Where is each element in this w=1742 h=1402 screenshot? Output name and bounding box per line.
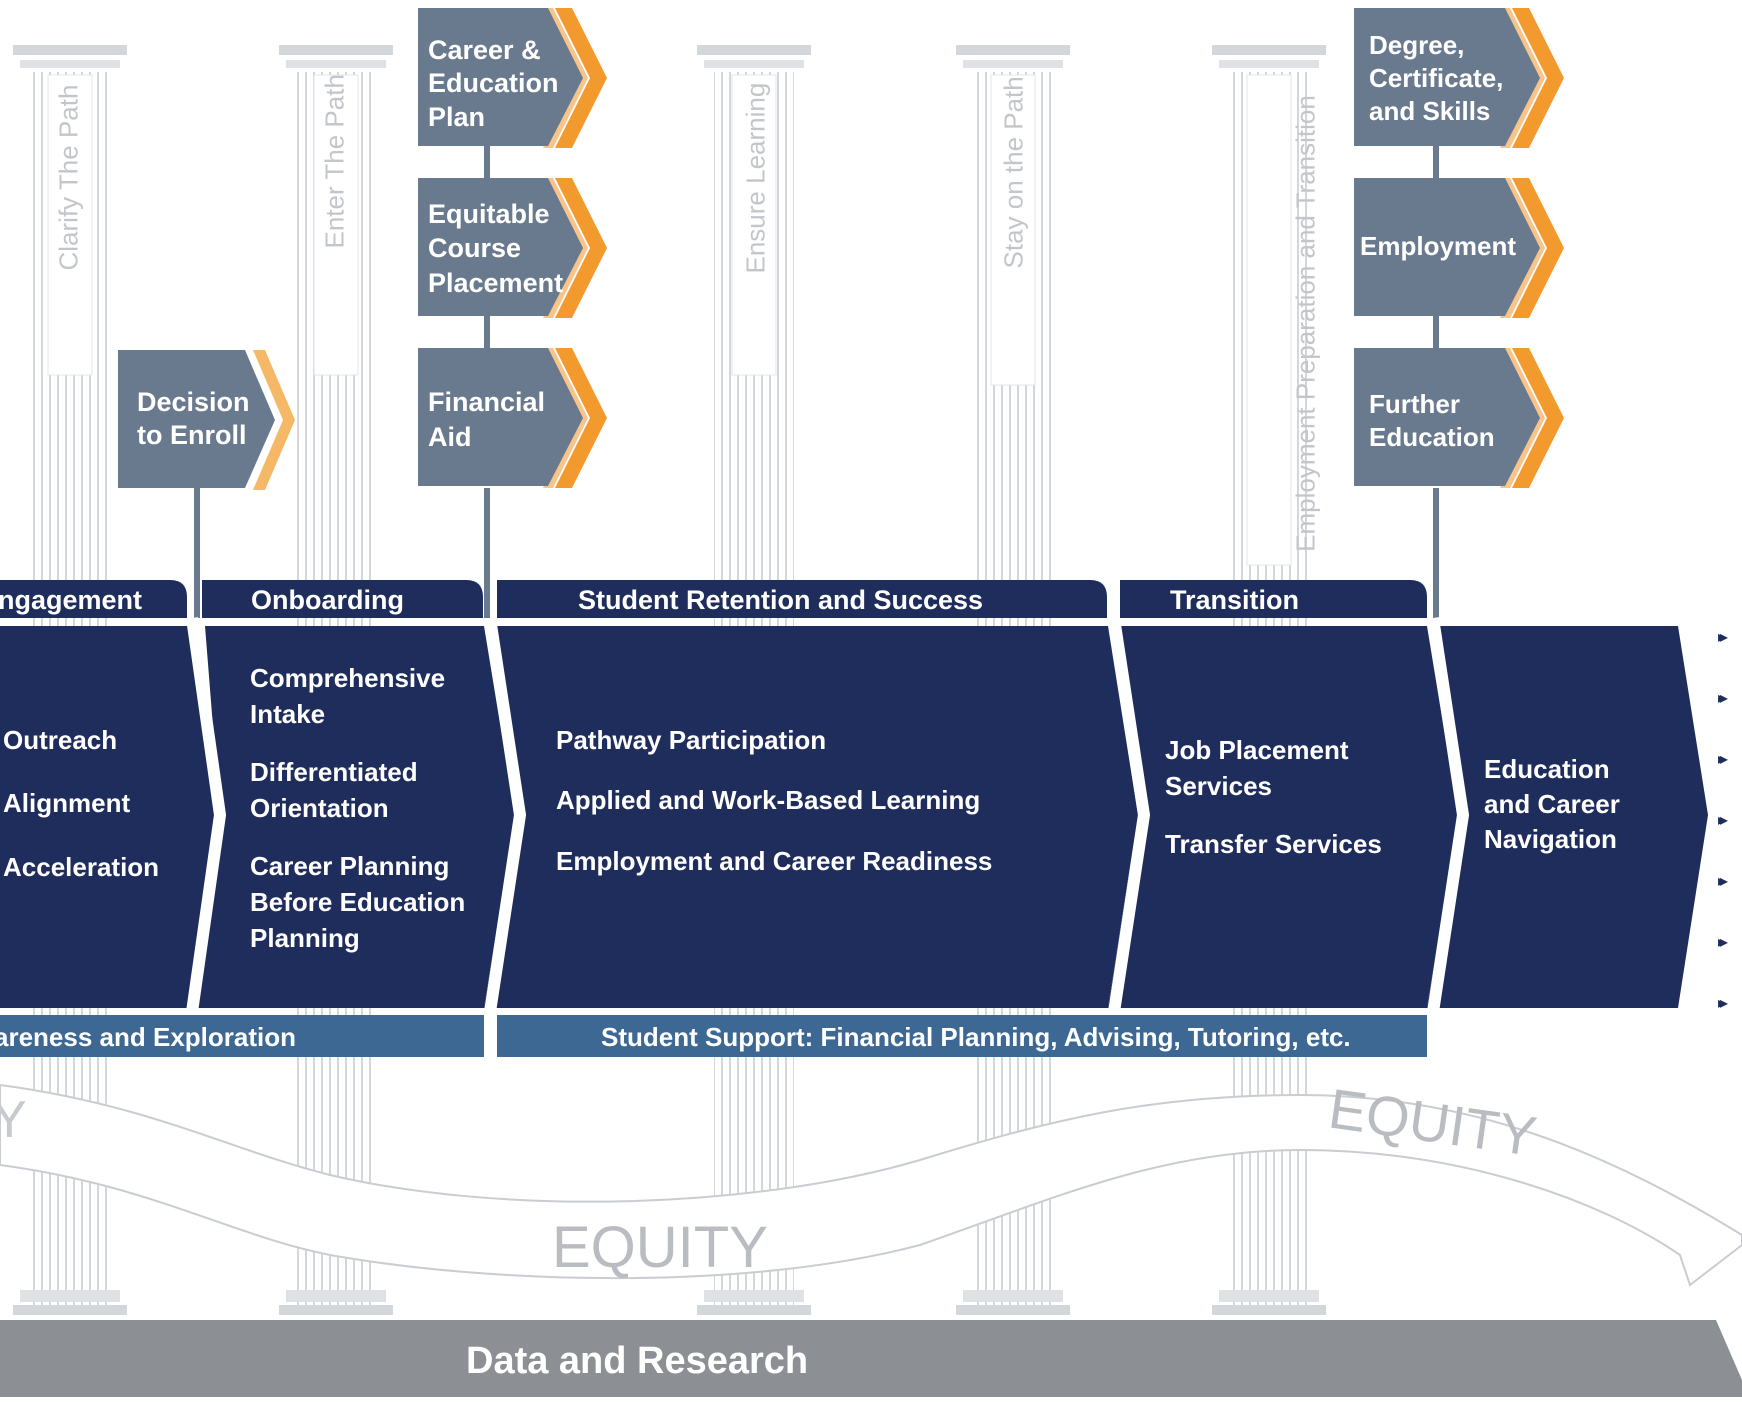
phase-label-transition: Transition (1170, 585, 1299, 615)
bullet-marker: ▸▸ (1718, 749, 1728, 768)
item-alignment: Alignment (3, 788, 130, 818)
phase-label-retention: Student Retention and Success (578, 585, 983, 615)
support-bar-awareness (0, 1015, 484, 1057)
foundation-label: Data and Research (466, 1340, 808, 1382)
milestone-degree-certificate-skills (1354, 8, 1564, 148)
milestone-text-equitable-course-placement: Equitable Course Placement (428, 199, 563, 298)
item-outreach: Outreach (3, 725, 117, 755)
item-differentiated-orientation: Differentiated Orientation (250, 757, 418, 823)
milestone-text-decision-to-enroll: Decision to Enroll (137, 387, 257, 450)
phase-tab-engagement (0, 580, 187, 618)
item-transfer-services: Transfer Services (1165, 829, 1382, 859)
equity-ribbon (0, 1083, 1742, 1287)
section-transition (1108, 626, 1458, 1008)
support-label-student-support: Student Support: Financial Planning, Adv… (601, 1022, 1351, 1052)
support-bars (0, 1015, 1427, 1057)
milestone-text-financial-aid: Financial Aid (428, 387, 553, 452)
item-education-career-navigation: Education and Career Navigation (1484, 754, 1620, 854)
bullet-marker: ▸▸ (1718, 871, 1728, 890)
milestone-employment (1354, 178, 1564, 318)
support-bar-student-support (497, 1015, 1427, 1057)
connectors (194, 145, 1439, 618)
main-band (0, 626, 1708, 1008)
milestone-financial-aid (418, 348, 607, 488)
phase-label-onboarding: Onboarding (251, 585, 404, 615)
foundation-bar (0, 1320, 1742, 1397)
milestone-text-further-education: Further Education (1369, 389, 1495, 452)
bullet-marker: ▸▸ (1718, 932, 1728, 951)
item-applied-work-based-learning: Applied and Work-Based Learning (556, 785, 980, 815)
bullet-marker: ▸▸ (1718, 810, 1728, 829)
pillar-label-employment-prep: Employment Preparation and Transition (1290, 95, 1321, 552)
phase-tab-retention (497, 580, 1107, 618)
milestone-further-education (1354, 348, 1564, 488)
section-navigation (1427, 626, 1708, 1008)
milestone-text-employment: Employment (1360, 231, 1516, 261)
milestone-equitable-course-placement (418, 178, 607, 318)
phase-label-engagement: ngagement (0, 585, 142, 615)
milestone-decision-to-enroll (118, 350, 295, 490)
pillar-label-stay: Stay on the Path (998, 76, 1029, 269)
equity-label-center: EQUITY (552, 1215, 768, 1280)
item-comprehensive-intake: Comprehensive Intake (250, 663, 446, 729)
item-career-planning: Career Planning Before Education Plannin… (250, 851, 466, 953)
item-job-placement: Job Placement Services (1165, 735, 1349, 801)
text-layer: Decision to Enroll Career & Education Pl… (0, 30, 1620, 1382)
section-retention (484, 626, 1138, 1008)
milestone-text-career-education-plan: Career & Education Plan (428, 35, 566, 132)
section-engagement (0, 626, 220, 1008)
section-onboarding (192, 626, 515, 1008)
support-label-awareness: areness and Exploration (0, 1022, 296, 1052)
milestone-career-education-plan (418, 8, 607, 148)
navigation-items-box: Education and Career Navigation (1484, 754, 1620, 854)
bullet-marker: ▸▸ (1718, 688, 1728, 707)
bullet-marker: ▸▸ (1718, 993, 1728, 1012)
phase-tab-transition (1120, 580, 1427, 618)
phase-headers (0, 580, 1427, 618)
onboarding-items-box: Comprehensive Intake Differentiated Orie… (250, 663, 466, 953)
phase-tab-onboarding (202, 580, 483, 618)
band-separators (186, 617, 1470, 1013)
transition-items-box: Job Placement Services Transfer Services (1165, 735, 1382, 859)
pillar-label-ensure: Ensure Learning (740, 82, 771, 274)
item-pathway-participation: Pathway Participation (556, 725, 826, 755)
milestone-text-degree-certificate-skills: Degree, Certificate, and Skills (1369, 30, 1511, 126)
bullet-marker: ▸▸ (1718, 627, 1728, 646)
pillar-label-enter: Enter The Path (319, 74, 350, 249)
equity-label-left: Y (0, 1091, 27, 1149)
pillar-label-clarify: Clarify The Path (53, 84, 84, 271)
item-acceleration: Acceleration (3, 852, 159, 882)
item-employment-career-readiness: Employment and Career Readiness (556, 846, 992, 876)
milestones-layer (118, 8, 1564, 490)
